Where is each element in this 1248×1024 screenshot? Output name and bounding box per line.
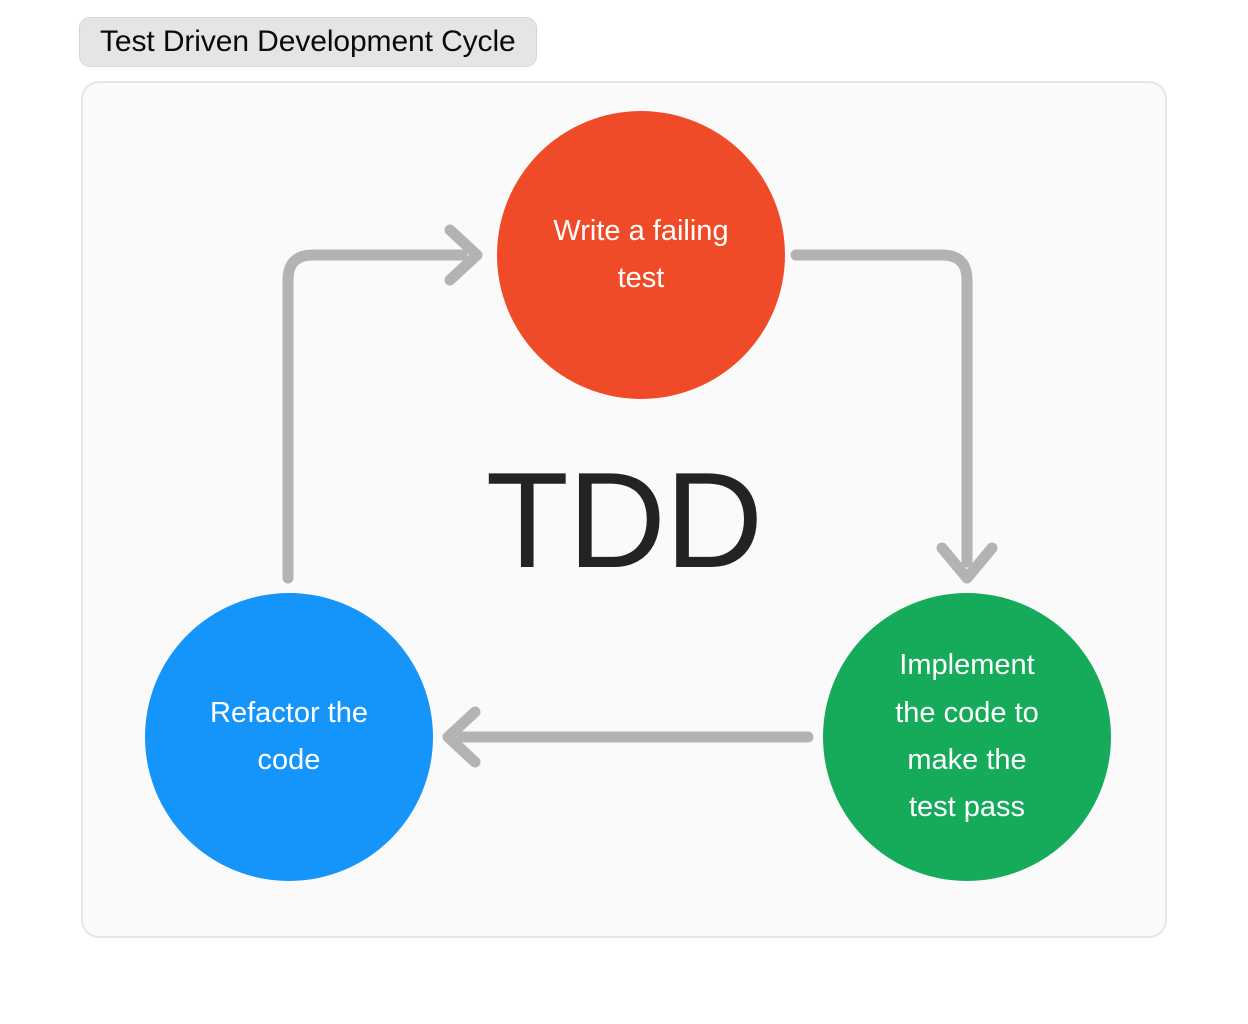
node-write-failing-test-label: Write a failing test: [553, 214, 729, 294]
node-implement-code-label: Implement the code to make the test pass: [895, 649, 1039, 824]
page-title: Test Driven Development Cycle: [79, 17, 537, 67]
center-caption: TDD: [485, 444, 764, 596]
node-refactor-code[interactable]: Refactor the code: [145, 593, 433, 881]
node-implement-code[interactable]: Implement the code to make the test pass: [823, 593, 1111, 881]
node-write-failing-test[interactable]: Write a failing test: [497, 111, 785, 399]
node-refactor-code-label: Refactor the code: [210, 696, 368, 776]
